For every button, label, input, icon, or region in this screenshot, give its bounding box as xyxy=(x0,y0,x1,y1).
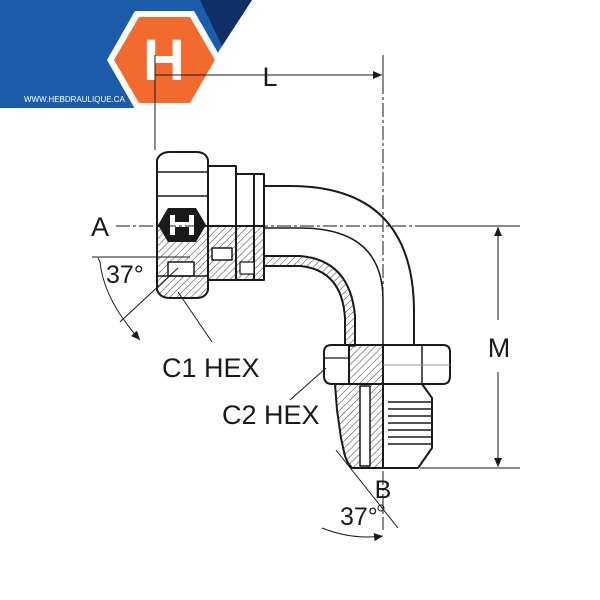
angle-bottom-annotation xyxy=(321,449,399,542)
logo-letter: H xyxy=(143,28,185,93)
label-angle-top: 37° xyxy=(106,261,144,289)
c2-hex-leader xyxy=(289,367,327,401)
label-c1-hex: C1 HEX xyxy=(162,353,260,383)
brand-url: WWW.HEBDRAULIQUE.CA xyxy=(24,95,126,104)
c1-hex-leader xyxy=(177,291,213,343)
label-L: L xyxy=(262,62,277,92)
label-B: B xyxy=(375,476,392,504)
c1-hex-nut xyxy=(156,151,265,299)
logo-hex xyxy=(114,17,215,103)
banner-dark-corner xyxy=(200,0,252,46)
label-angle-bottom: 37° xyxy=(340,503,378,531)
nut-logo-icon xyxy=(158,208,206,242)
dimension-L xyxy=(154,55,384,150)
brand-logo[interactable]: H xyxy=(107,11,222,109)
dimension-M xyxy=(415,225,520,469)
label-A: A xyxy=(91,212,109,242)
c2-hex-body xyxy=(323,344,451,385)
male-flare-end xyxy=(334,383,433,469)
angle-top-annotation xyxy=(92,256,190,341)
label-M: M xyxy=(488,333,511,363)
label-c2-hex: C2 HEX xyxy=(222,400,320,430)
